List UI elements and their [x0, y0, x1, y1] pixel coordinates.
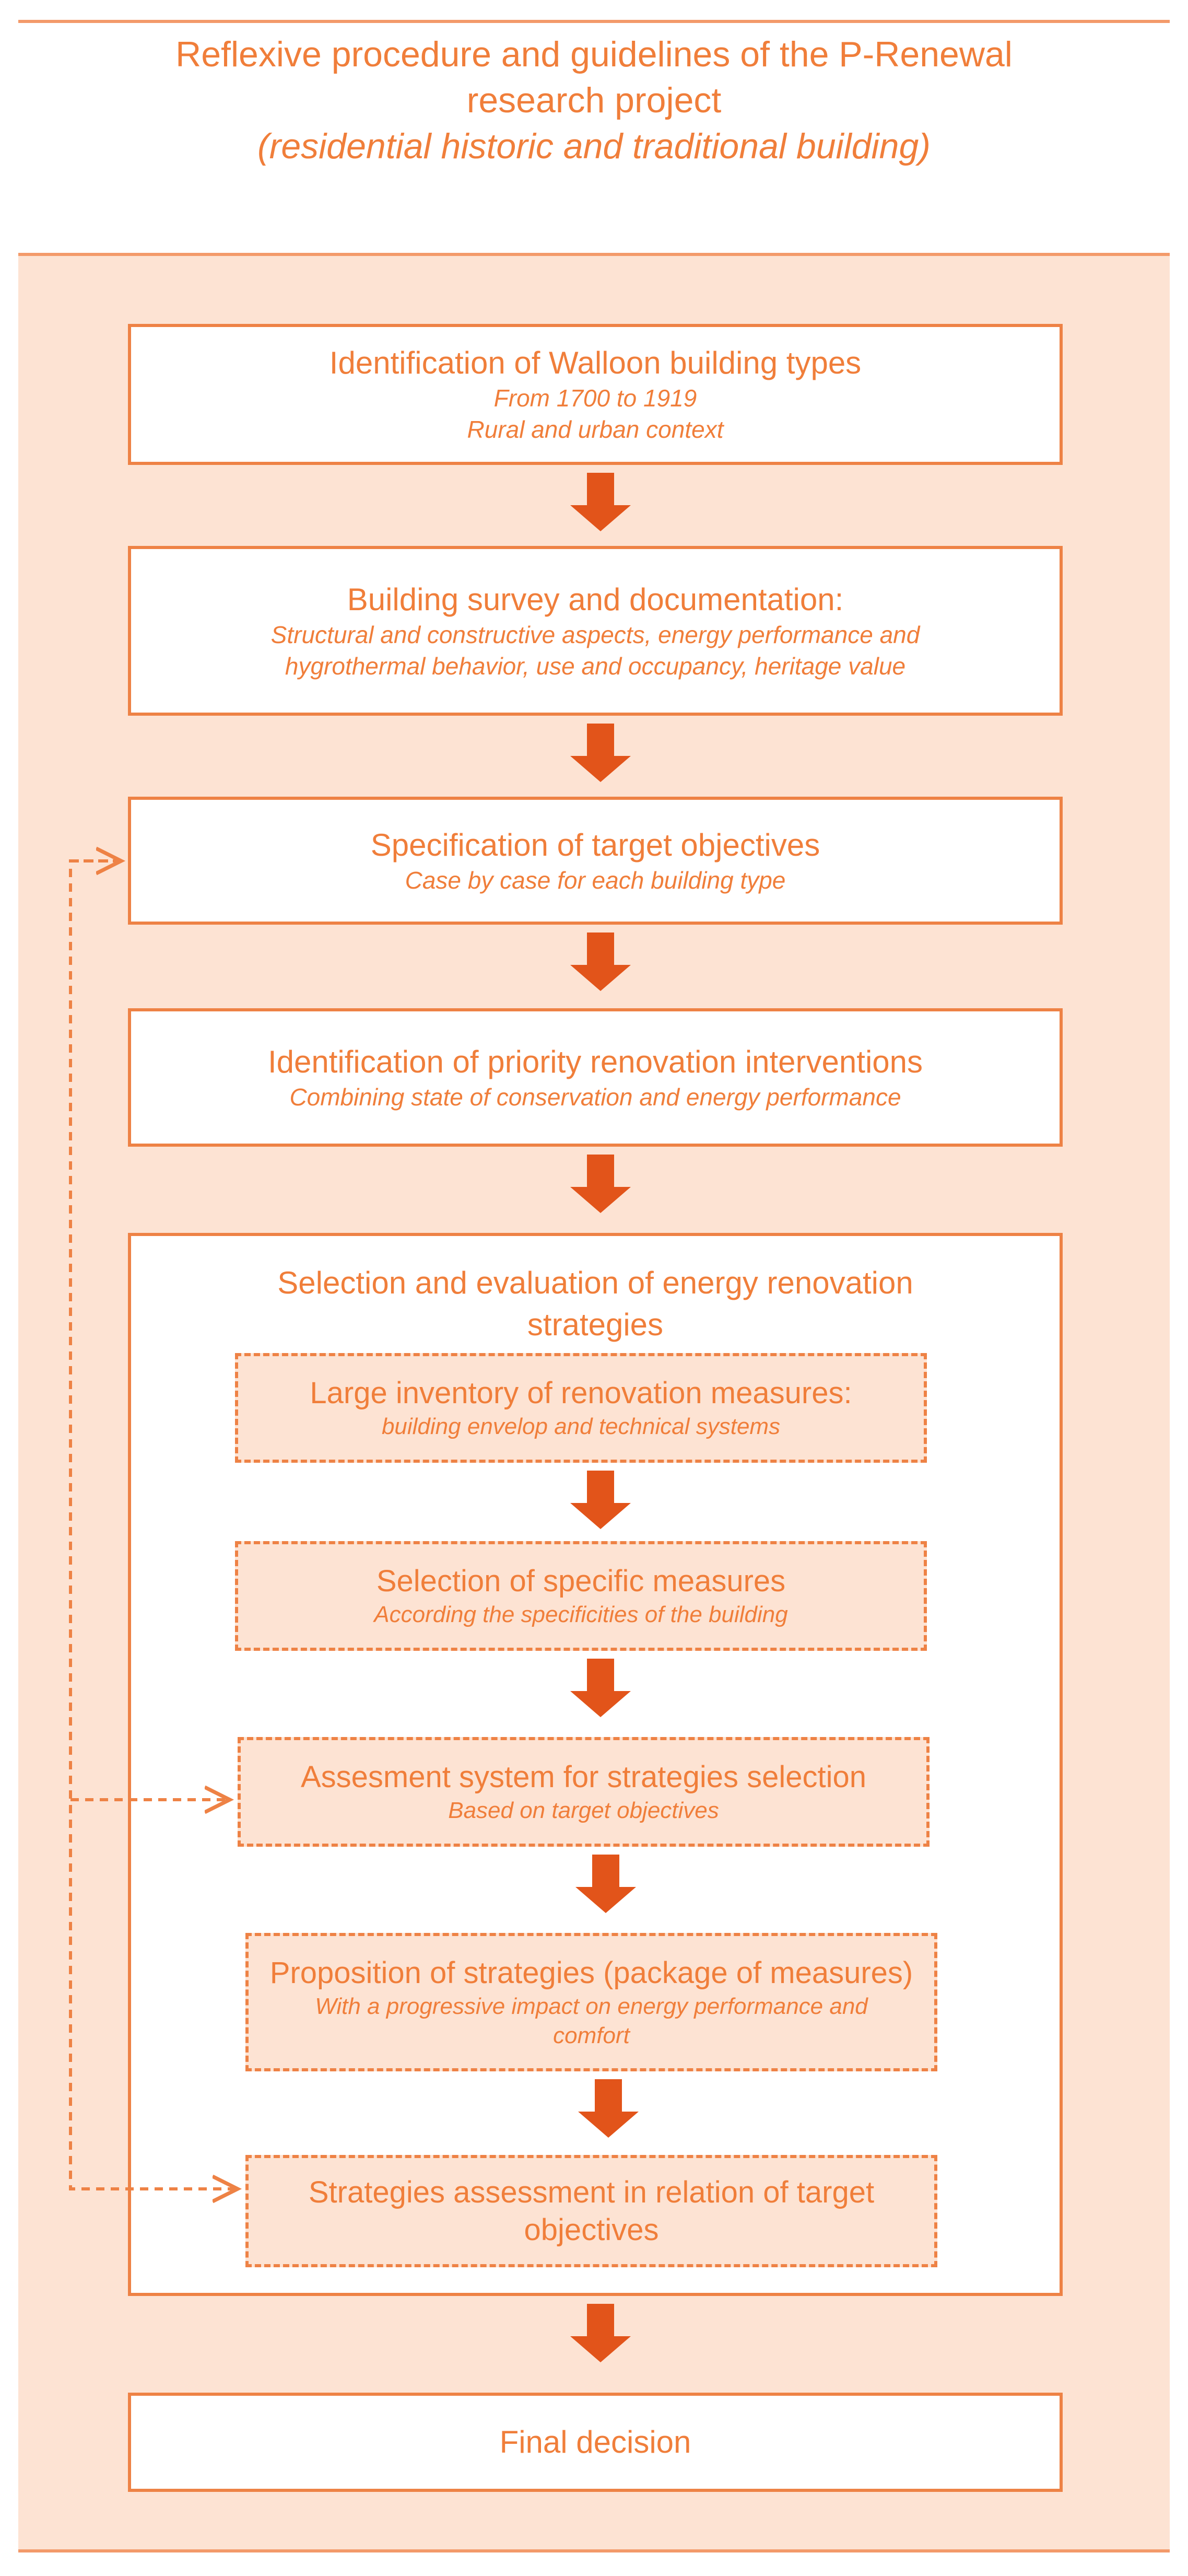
strategy-group-title-line2: strategies: [527, 1307, 664, 1342]
step-final-decision: Final decision: [128, 2393, 1063, 2492]
header-title-line1: Reflexive procedure and guidelines of th…: [175, 34, 1013, 74]
flow-arrow: [570, 1659, 631, 1717]
substep-specific-measures: Selection of specific measures According…: [235, 1541, 927, 1651]
step-detail: Combining state of conservation and ener…: [289, 1083, 901, 1111]
substep-title: Assesment system for strategies selectio…: [300, 1760, 867, 1794]
substep-title: Large inventory of renovation measures:: [310, 1376, 852, 1410]
final-decision-label: Final decision: [499, 2425, 691, 2460]
substep-inventory-measures: Large inventory of renovation measures: …: [235, 1353, 927, 1463]
substep-detail: According the specificities of the build…: [374, 1602, 788, 1627]
flow-arrow: [578, 2079, 639, 2138]
substep-detail: building envelop and technical systems: [381, 1414, 781, 1439]
step-detail: Case by case for each building type: [405, 866, 786, 894]
substep-title: Strategies assessment in relation of tar…: [308, 2175, 875, 2209]
step-detail: hygrothermal behavior, use and occupancy…: [285, 652, 906, 680]
step-building-types: Identification of Walloon building types…: [128, 324, 1063, 465]
diagram-header: Reflexive procedure and guidelines of th…: [0, 31, 1188, 169]
feedback-loop-to-target-objectives: [69, 859, 238, 2189]
bottom-rule: [18, 2549, 1170, 2552]
flow-arrow: [570, 724, 631, 782]
substep-strategies-assessment: Strategies assessment in relation of tar…: [245, 2155, 937, 2267]
step-title: Specification of target objectives: [370, 827, 820, 862]
substep-proposition-strategies: Proposition of strategies (package of me…: [245, 1933, 937, 2071]
substep-title: Proposition of strategies (package of me…: [269, 1955, 913, 1990]
header-subtitle: (residential historic and traditional bu…: [257, 126, 931, 166]
step-title: Identification of priority renovation in…: [267, 1044, 923, 1079]
step-detail: Rural and urban context: [467, 416, 724, 443]
flow-arrow: [570, 933, 631, 991]
header-divider: [18, 253, 1170, 256]
step-priority-interventions: Identification of priority renovation in…: [128, 1008, 1063, 1147]
step-title: Building survey and documentation:: [347, 581, 844, 617]
substep-detail: comfort: [553, 2022, 630, 2048]
step-title: Identification of Walloon building types: [329, 345, 862, 380]
step-building-survey: Building survey and documentation: Struc…: [128, 546, 1063, 716]
substep-title: Selection of specific measures: [376, 1564, 786, 1598]
substep-title: objectives: [524, 2212, 659, 2247]
strategy-group-title: Selection and evaluation of energy renov…: [131, 1262, 1060, 1346]
strategy-group-title-line1: Selection and evaluation of energy renov…: [277, 1265, 913, 1300]
flow-arrow: [570, 2304, 631, 2362]
flow-arrow: [570, 473, 631, 531]
flow-arrow: [575, 1855, 636, 1913]
substep-detail: Based on target objectives: [448, 1798, 719, 1823]
header-title-line2: research project: [466, 80, 722, 120]
step-detail: From 1700 to 1919: [493, 384, 697, 412]
top-rule: [18, 20, 1170, 23]
substep-detail: With a progressive impact on energy perf…: [315, 1993, 868, 2019]
step-detail: Structural and constructive aspects, ene…: [270, 621, 920, 648]
step-target-objectives: Specification of target objectives Case …: [128, 797, 1063, 925]
flow-arrow: [570, 1155, 631, 1213]
flow-arrow: [570, 1471, 631, 1529]
substep-assessment-system: Assesment system for strategies selectio…: [238, 1737, 930, 1847]
